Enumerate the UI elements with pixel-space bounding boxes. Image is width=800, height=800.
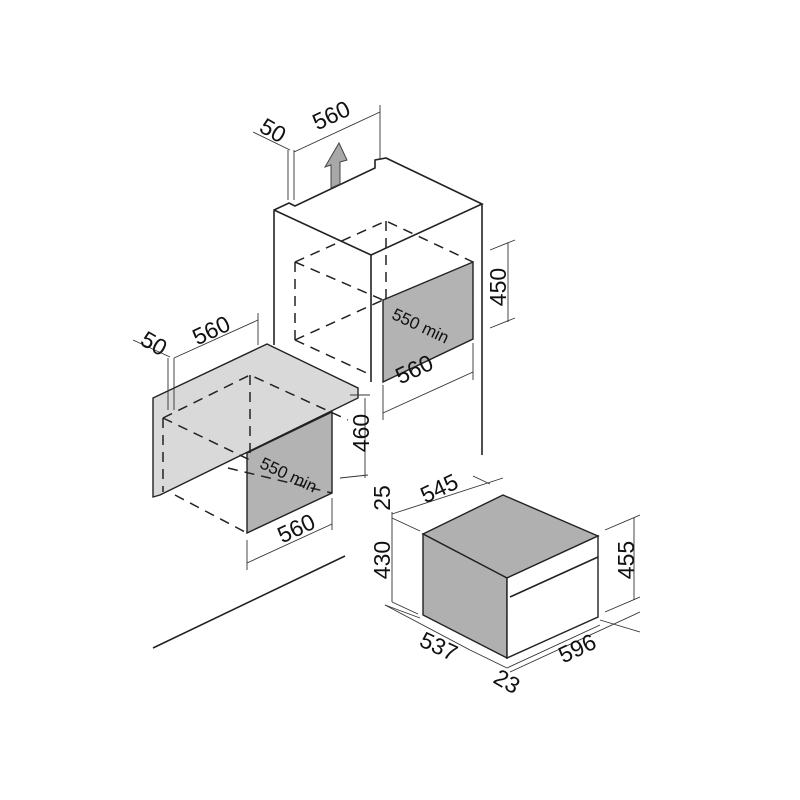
lower-width-top-label: 560: [188, 310, 234, 350]
upper-niche-dashed-outline: [294, 220, 474, 376]
appliance-trim-label: 25: [369, 485, 395, 511]
appliance-body-height-label: 430: [369, 541, 395, 579]
upper-niche-side: [382, 260, 474, 384]
lower-niche-dashed-outline: [162, 374, 349, 534]
lower-height-label: 460: [348, 414, 374, 452]
tall-cabinet: [273, 157, 484, 455]
lower-countertop: [152, 343, 359, 498]
appliance-depth-top-label: 545: [416, 468, 462, 508]
upper-height-label: 450: [485, 268, 511, 306]
appliance-front-thickness-label: 23: [489, 664, 524, 699]
ventilation-arrow-icon: [323, 141, 348, 189]
upper-width-top-label: 560: [308, 95, 354, 135]
appliance-control-panel-line: [509, 556, 599, 598]
appliance-total-height-label: 455: [613, 541, 639, 579]
dimension-lines: [132, 105, 641, 673]
upper-gap-label: 50: [255, 113, 290, 148]
appliance-body-depth-label: 537: [416, 626, 462, 666]
floor-line: [152, 555, 346, 649]
